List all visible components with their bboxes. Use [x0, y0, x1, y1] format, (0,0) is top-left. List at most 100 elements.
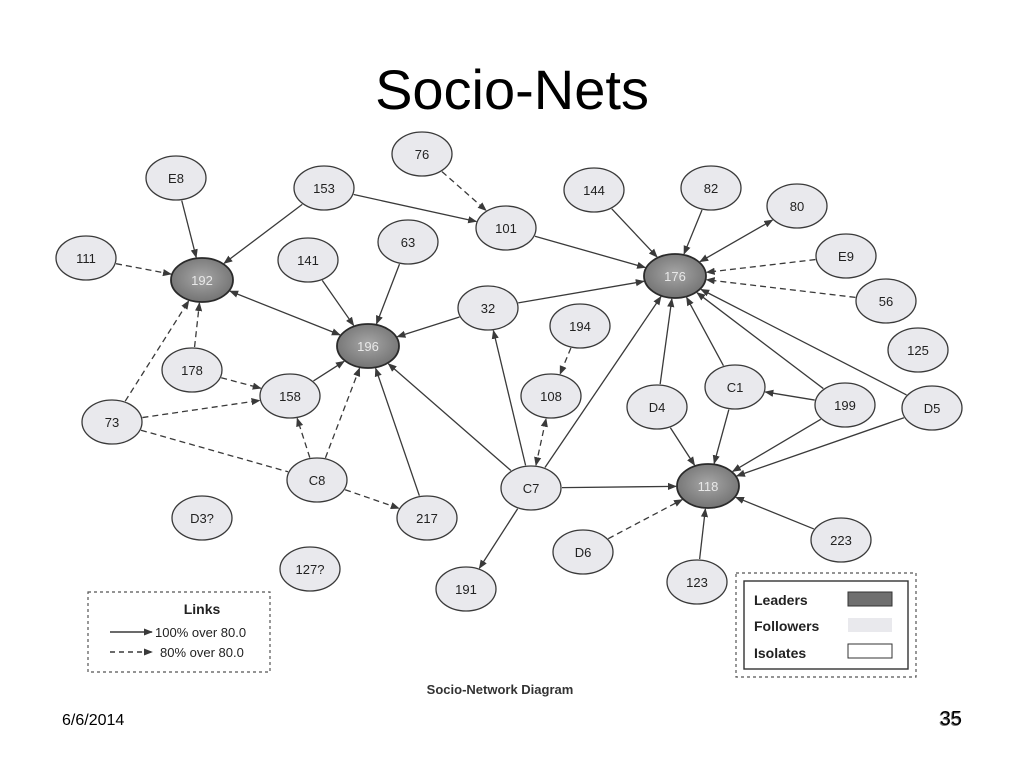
- node-ellipse: [766, 183, 828, 229]
- node-ellipse: [680, 165, 742, 211]
- node-82: 82: [680, 165, 742, 211]
- node-label: 82: [704, 181, 718, 196]
- edge-82-to-176: [683, 209, 703, 255]
- footer-date: 6/6/2014: [62, 712, 125, 729]
- node-label: 144: [583, 183, 605, 198]
- node-ellipse: [171, 495, 233, 541]
- edge-C7-to-118: [561, 482, 677, 491]
- edge-C7-to-176: [544, 295, 662, 468]
- node-label: 158: [279, 389, 301, 404]
- edge-192-to-196: [229, 290, 341, 336]
- node-127-q: 127?: [279, 546, 341, 592]
- node-ellipse: [55, 235, 117, 281]
- edge-73-to-158: [142, 398, 261, 419]
- edge-D6-to-118: [607, 499, 684, 540]
- node-D6: D6: [552, 529, 614, 575]
- node-label: D3?: [190, 511, 214, 526]
- node-label: 108: [540, 389, 562, 404]
- node-label: C1: [727, 380, 744, 395]
- node-label: D5: [924, 401, 941, 416]
- node-153: 153: [293, 165, 355, 211]
- node-ellipse: [377, 219, 439, 265]
- legend-isolates-label: Isolates: [754, 645, 806, 661]
- edge-73-to-C8: [140, 429, 289, 473]
- edge-E8-to-192: [181, 200, 198, 259]
- node-ellipse: [475, 205, 537, 251]
- legend-dashed-label: 80% over 80.0: [160, 645, 244, 660]
- node-73: 73: [81, 399, 143, 445]
- node-ellipse: [855, 278, 917, 324]
- node-ellipse: [81, 399, 143, 445]
- node-ellipse: [666, 559, 728, 605]
- node-label: 141: [297, 253, 319, 268]
- edge-141-to-196: [321, 280, 355, 327]
- node-ellipse: [676, 463, 740, 509]
- node-ellipse: [520, 373, 582, 419]
- node-label: 101: [495, 221, 517, 236]
- node-ellipse: [293, 165, 355, 211]
- node-63: 63: [377, 219, 439, 265]
- node-label: 76: [415, 147, 429, 162]
- node-label: 196: [357, 339, 379, 354]
- legend-followers-swatch: [848, 618, 892, 632]
- node-C7: C7: [500, 465, 562, 511]
- node-D3-q: D3?: [171, 495, 233, 541]
- node-ellipse: [704, 364, 766, 410]
- node-32: 32: [457, 285, 519, 331]
- legend-solid-label: 100% over 80.0: [155, 625, 246, 640]
- links-legend: Links 100% over 80.0 80% over 80.0: [87, 591, 271, 673]
- edge-101-to-176: [534, 235, 647, 269]
- edge-C7-to-108: [534, 417, 548, 467]
- node-118: 118: [676, 463, 740, 509]
- edge-178-to-192: [193, 302, 203, 348]
- node-ellipse: [500, 465, 562, 511]
- node-label: 125: [907, 343, 929, 358]
- node-label: 176: [664, 269, 686, 284]
- node-191: 191: [435, 566, 497, 612]
- edge-C7-to-32: [491, 329, 527, 466]
- node-label: 199: [834, 398, 856, 413]
- node-E9: E9: [815, 233, 877, 279]
- edge-199-to-C1: [764, 389, 815, 401]
- edge-176-to-80: [699, 219, 774, 263]
- node-label: C8: [309, 473, 326, 488]
- node-label: E9: [838, 249, 854, 264]
- edge-D5-to-176: [700, 288, 907, 396]
- node-ellipse: [170, 257, 234, 303]
- node-199: 199: [814, 382, 876, 428]
- node-C8: C8: [286, 457, 348, 503]
- node-ellipse: [259, 373, 321, 419]
- type-legend: Leaders Followers Isolates: [735, 572, 917, 678]
- edge-178-to-158: [221, 377, 262, 390]
- node-76: 76: [391, 131, 453, 177]
- node-label: 153: [313, 181, 335, 196]
- edge-123-to-118: [698, 508, 709, 560]
- node-141: 141: [277, 237, 339, 283]
- edge-E9-to-176: [705, 258, 816, 275]
- edge-111-to-192: [115, 263, 172, 277]
- node-144: 144: [563, 167, 625, 213]
- node-158: 158: [259, 373, 321, 419]
- node-178: 178: [161, 347, 223, 393]
- node-ellipse: [161, 347, 223, 393]
- node-ellipse: [552, 529, 614, 575]
- node-176: 176: [643, 253, 707, 299]
- node-ellipse: [391, 131, 453, 177]
- page-number: 35: [939, 708, 962, 730]
- edge-C8-to-217: [344, 489, 400, 510]
- edge-32-to-196: [396, 316, 460, 338]
- node-label: 56: [879, 294, 893, 309]
- node-label: 118: [698, 479, 719, 494]
- node-ellipse: [396, 495, 458, 541]
- node-ellipse: [901, 385, 963, 431]
- legend-leaders-label: Leaders: [754, 592, 808, 608]
- edge-217-to-196: [374, 367, 420, 496]
- node-194: 194: [549, 303, 611, 349]
- edge-C1-to-118: [712, 409, 730, 465]
- node-E8: E8: [145, 155, 207, 201]
- node-ellipse: [279, 546, 341, 592]
- node-ellipse: [286, 457, 348, 503]
- edge-C1-to-176: [686, 296, 725, 366]
